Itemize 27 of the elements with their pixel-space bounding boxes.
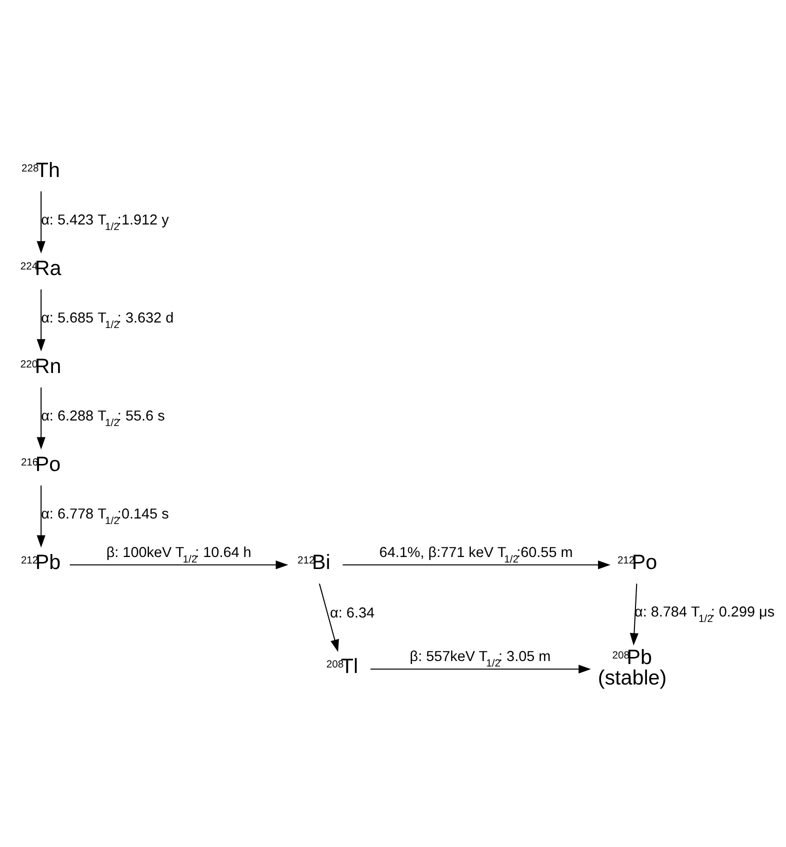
arrow bbox=[318, 583, 339, 652]
arrow bbox=[36, 386, 46, 450]
node-text: $^{228}$Th bbox=[21, 158, 60, 182]
arrow bbox=[70, 560, 288, 569]
edge-label: α: 6.34 bbox=[330, 605, 375, 622]
edge-label: α: 6.288 T$_{1/2}$: 55.6 s bbox=[41, 408, 165, 429]
arrow bbox=[630, 583, 639, 646]
edge-label: 64.1%, β:771 keV T$_{1/2}$:60.55 m bbox=[379, 544, 573, 565]
arrow bbox=[36, 288, 46, 351]
arrow bbox=[370, 664, 591, 673]
edge-label: α: 5.685 T$_{1/2}$: 3.632 d bbox=[41, 310, 174, 331]
node-text: $^{212}$Bi bbox=[298, 550, 330, 574]
edge-label: β: 100keV T$_{1/2}$: 10.64 h bbox=[106, 544, 252, 565]
edge-label: α: 8.784 T$_{1/2}$: 0.299 μs bbox=[634, 604, 775, 625]
node-text: $^{220}$Rn bbox=[20, 354, 62, 378]
edge-label: α: 5.423 T$_{1/2}$:1.912 y bbox=[41, 212, 169, 233]
node-text: $^{208}$Tl bbox=[326, 654, 358, 678]
node-text: $^{208}$Pb (stable) bbox=[598, 645, 667, 690]
node-text: $^{216}$Po bbox=[20, 452, 61, 476]
node-text: $^{212}$Pb bbox=[20, 550, 61, 574]
edge-label: α: 6.778 T$_{1/2}$:0.145 s bbox=[41, 506, 169, 527]
node-text: $^{224}$Ra bbox=[20, 256, 62, 280]
node-text: $^{212}$Po bbox=[617, 550, 658, 574]
arrow bbox=[342, 560, 610, 569]
arrow bbox=[36, 484, 46, 548]
edge-label: β: 557keV T$_{1/2}$: 3.05 m bbox=[410, 648, 551, 670]
arrow bbox=[36, 190, 46, 253]
